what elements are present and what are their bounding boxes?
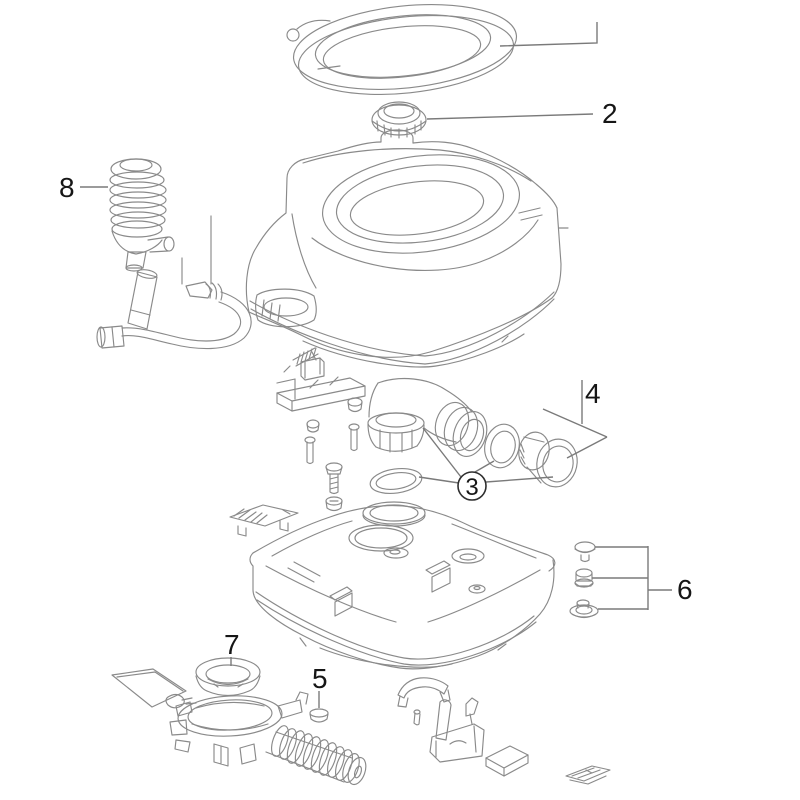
callout-5: 5 — [312, 663, 328, 708]
part-small-screw — [413, 709, 421, 726]
callout-7: 7 — [224, 629, 240, 666]
part-fasteners — [304, 397, 363, 512]
callout-8-label: 8 — [59, 172, 75, 203]
deck-latch-right — [425, 560, 451, 593]
left-pocket — [255, 288, 317, 328]
deck-hole — [451, 548, 485, 564]
callout-5-label: 5 — [312, 663, 328, 694]
leader-line-4b — [542, 408, 608, 438]
part-latch — [429, 697, 485, 763]
hose-end-opening — [347, 756, 367, 786]
part-clamp-ring — [169, 691, 309, 767]
part-cap-5 — [309, 708, 329, 723]
part-valve-seal — [569, 599, 599, 619]
part-pump-hose — [96, 215, 252, 350]
filler-neck — [380, 129, 414, 144]
part-bellows-pump — [109, 158, 175, 272]
callout-2-label: 2 — [602, 98, 618, 129]
leader-line-3b — [474, 460, 495, 473]
neck-socket — [362, 501, 426, 525]
handle-bar — [276, 377, 366, 402]
leader-line-3c — [485, 476, 554, 483]
part-lower-waste-tank — [249, 501, 556, 670]
bowl-opening-outer — [321, 154, 521, 254]
callout-4-label: 4 — [585, 378, 601, 409]
callout-3-label: 3 — [465, 474, 478, 501]
nut — [347, 397, 363, 407]
lid-hinge-hook — [286, 28, 300, 42]
callout-6-label: 6 — [677, 574, 693, 605]
part-o-ring — [369, 468, 423, 494]
part-spout-elbow — [367, 378, 488, 458]
part-seat-lid-ring — [286, 4, 518, 96]
callout-7-label: 7 — [224, 629, 240, 660]
part-vent-button — [574, 541, 596, 563]
part-saddle-clip — [397, 677, 451, 708]
part-seal-ring-7 — [195, 657, 261, 697]
part-block — [485, 745, 529, 777]
pump-outlet — [147, 236, 169, 253]
leader-line-2 — [426, 113, 594, 120]
bowl-opening-mid — [335, 164, 505, 244]
callout-3: 3 — [418, 427, 554, 501]
part-storage-bag — [111, 668, 197, 709]
deck-latch-left — [329, 586, 353, 617]
part-corrugated-hose — [265, 725, 367, 786]
part-wedge — [565, 765, 611, 785]
spring-tail — [283, 365, 291, 373]
screw — [325, 462, 343, 472]
elbow-flange — [367, 412, 425, 434]
callout-6: 6 — [592, 546, 693, 610]
callout-3-circle — [457, 471, 487, 501]
hose-elbow-fitting — [185, 281, 213, 299]
part-upper-flush-tank — [245, 129, 569, 368]
part-pump-tube — [127, 269, 158, 330]
part-spout-cap — [518, 431, 578, 488]
bowl-opening-inner — [349, 180, 485, 236]
leader-line-3d — [418, 476, 460, 484]
bolt — [348, 423, 360, 431]
hose-end-fitting — [99, 325, 125, 349]
part-flush-handle — [276, 347, 366, 412]
leader-line-part1 — [499, 22, 598, 47]
part-grommet — [574, 568, 594, 588]
cap-nut — [306, 419, 320, 429]
leader-line-4c — [566, 436, 608, 459]
part-fill-cap — [371, 101, 427, 139]
bolt — [304, 436, 316, 444]
callout-4: 4 — [542, 378, 608, 459]
leader-line-3a — [422, 427, 462, 478]
part-mounting-plate — [229, 504, 299, 537]
